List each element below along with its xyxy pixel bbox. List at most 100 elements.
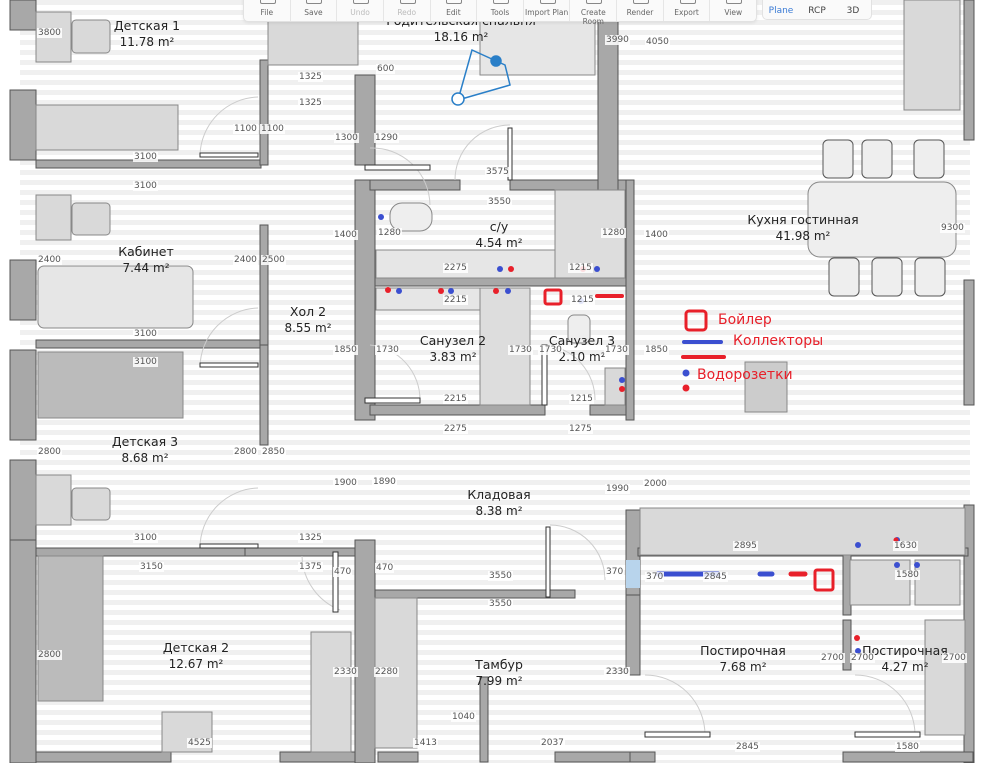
save-icon: [306, 0, 323, 4]
dimension-label: 1850: [644, 345, 669, 355]
bathtub: [389, 202, 433, 232]
sofa: [903, 0, 961, 111]
import-icon: [539, 0, 556, 4]
dimension-label: 370: [605, 567, 625, 577]
dimension-label: 3550: [488, 599, 513, 609]
dimension-label: 2700: [850, 653, 875, 663]
chair: [71, 487, 111, 521]
walls: [9, 0, 975, 763]
create-room-button[interactable]: Create Room: [570, 0, 618, 26]
tab-3d[interactable]: 3D: [846, 6, 860, 16]
dimension-label: 3100: [133, 533, 158, 543]
dimension-label: 2215: [443, 394, 468, 404]
dimension-label: 2400: [37, 255, 62, 265]
dimension-label: 1290: [374, 133, 399, 143]
export-button[interactable]: Export: [664, 0, 711, 21]
tab-plane[interactable]: Plane: [768, 6, 794, 16]
dimension-label: 470: [375, 563, 395, 573]
dimension-label: 1730: [375, 345, 400, 355]
wardrobe: [267, 19, 359, 66]
dimension-label: 2850: [261, 447, 286, 457]
dimension-label: 3550: [487, 197, 512, 207]
render-button[interactable]: Render: [617, 0, 664, 21]
cabinet: [914, 559, 961, 606]
sofa: [37, 265, 194, 329]
dimension-label: 2000: [643, 479, 668, 489]
undo-button[interactable]: Undo: [337, 0, 384, 21]
dimension-label: 1413: [413, 738, 438, 748]
dimension-label: 1280: [377, 228, 402, 238]
dimension-label: 1850: [333, 345, 358, 355]
dimension-label: 3100: [133, 329, 158, 339]
tab-rcp[interactable]: RCP: [808, 6, 826, 16]
washer: [604, 367, 626, 406]
dimension-label: 2037: [540, 738, 565, 748]
render-icon: [632, 0, 649, 4]
edit-button[interactable]: Edit: [431, 0, 478, 21]
dimension-label: 2215: [443, 295, 468, 305]
edit-icon: [446, 0, 463, 4]
file-button[interactable]: File: [244, 0, 291, 21]
undo-icon: [353, 0, 370, 4]
camera-viewpoint[interactable]: [451, 48, 511, 106]
dimension-label: 4050: [645, 37, 670, 47]
dimension-label: 2895: [733, 541, 758, 551]
view-mode-tabs: Plane RCP 3D: [762, 0, 872, 20]
redo-button[interactable]: Redo: [384, 0, 431, 21]
dimension-label: 1325: [298, 98, 323, 108]
dimension-label: 1275: [568, 424, 593, 434]
dimension-label: 1730: [538, 345, 563, 355]
view-button[interactable]: View: [710, 0, 756, 21]
dimension-label: 3550: [488, 571, 513, 581]
legend-label-collectors: Коллекторы: [733, 333, 824, 349]
cabinet: [849, 559, 911, 606]
dimension-label: 2280: [374, 667, 399, 677]
dimension-label: 9300: [940, 223, 965, 233]
dimension-label: 1990: [605, 484, 630, 494]
dimension-label: 2275: [443, 263, 468, 273]
dimension-label: 1580: [895, 570, 920, 580]
dimension-label: 1730: [604, 345, 629, 355]
toilet: [567, 314, 591, 344]
dimension-label: 1100: [260, 124, 285, 134]
tools-button[interactable]: Tools: [477, 0, 524, 21]
chair: [71, 202, 111, 236]
dimension-label: 3575: [485, 167, 510, 177]
bed: [37, 555, 104, 702]
dimension-label: 3100: [133, 152, 158, 162]
dimension-label: 1630: [893, 541, 918, 551]
dimension-label: 600: [376, 64, 396, 74]
redo-icon: [399, 0, 416, 4]
dimension-label: 2845: [703, 572, 728, 582]
dimension-label: 370: [645, 572, 665, 582]
dimension-label: 1325: [298, 72, 323, 82]
dimension-label: 3990: [605, 35, 630, 45]
legend-label-boiler: Бойлер: [718, 312, 772, 328]
file-icon: [259, 0, 276, 4]
view-icon: [726, 0, 743, 4]
armchair: [744, 361, 788, 413]
dimension-label: 1215: [569, 394, 594, 404]
wardrobe: [35, 104, 179, 151]
save-button[interactable]: Save: [291, 0, 338, 21]
bed: [37, 351, 184, 419]
dimension-label: 2800: [233, 447, 258, 457]
dimension-label: 1215: [570, 295, 595, 305]
import-plan-button[interactable]: Import Plan: [524, 0, 571, 21]
dimension-label: 3150: [139, 562, 164, 572]
dimension-label: 2330: [333, 667, 358, 677]
